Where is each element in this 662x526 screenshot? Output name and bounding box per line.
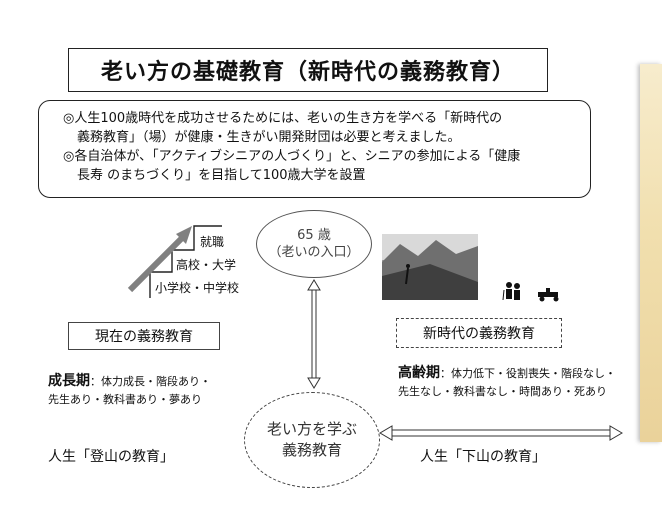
growth-desc: ：体力成長・階段あり・ (90, 375, 211, 388)
side-photo (640, 64, 662, 442)
age-65-label: 65 歳 (297, 228, 331, 243)
learn-aging-sublabel: 義務教育 (281, 441, 342, 459)
intro-line: ◎各自治体が、「アクティブシニアの人づくり」と、シニアの参加による「健康 (63, 149, 521, 164)
age-65-sublabel: （老いの入口） (268, 245, 360, 260)
life-descent-label: 人生「下山の教育」 (420, 449, 546, 465)
aging-label: 高齢期 (398, 365, 440, 381)
climb-arrow-icon (127, 226, 192, 293)
current-education-box: 現在の義務教育 (68, 322, 220, 350)
elderly-walkers-icon (502, 282, 520, 301)
wheelchair-icon (538, 288, 559, 302)
growth-label: 成長期 (48, 373, 90, 389)
horizontal-double-arrow-icon (379, 425, 623, 441)
intro-box: ◎人生100歳時代を成功させるためには、老いの生き方を学べる「新時代の 義務教育… (38, 100, 591, 198)
growth-desc: 先生あり・教科書あり・夢あり (48, 393, 202, 406)
stairs-label: 就職 (200, 235, 225, 249)
intro-line: 長寿 のまちづくり」を目指して100歳大学を設置 (77, 168, 366, 183)
aging-desc: ：体力低下・役割喪失・階段なし・ (440, 367, 616, 380)
intro-line: 義務教育」（場）が健康・生きがい開発財団は必要と考えました。 (77, 130, 461, 145)
stairs-label: 高校・大学 (176, 258, 237, 272)
stairs-label: 小学校・中学校 (155, 281, 240, 295)
slide-title: 老い方の基礎教育（新時代の義務教育） (68, 48, 548, 92)
aging-period-text: 高齢期：体力低下・役割喪失・階段なし・ 先生なし・教科書なし・時間あり・死あり (398, 364, 616, 401)
age-65-oval: 65 歳 （老いの入口） (256, 210, 372, 278)
new-education-box: 新時代の義務教育 (396, 318, 562, 348)
mountain-photo (382, 234, 478, 300)
life-climb-label: 人生「登山の教育」 (48, 449, 174, 465)
growth-period-text: 成長期：体力成長・階段あり・ 先生あり・教科書あり・夢あり (48, 372, 211, 409)
intro-line: ◎人生100歳時代を成功させるためには、老いの生き方を学べる「新時代の (63, 111, 503, 126)
vertical-double-arrow-icon (307, 279, 321, 389)
learn-aging-label: 老い方を学ぶ (266, 420, 357, 438)
learn-aging-oval: 老い方を学ぶ 義務教育 (244, 392, 380, 488)
aging-desc: 先生なし・教科書なし・時間あり・死あり (398, 385, 607, 398)
